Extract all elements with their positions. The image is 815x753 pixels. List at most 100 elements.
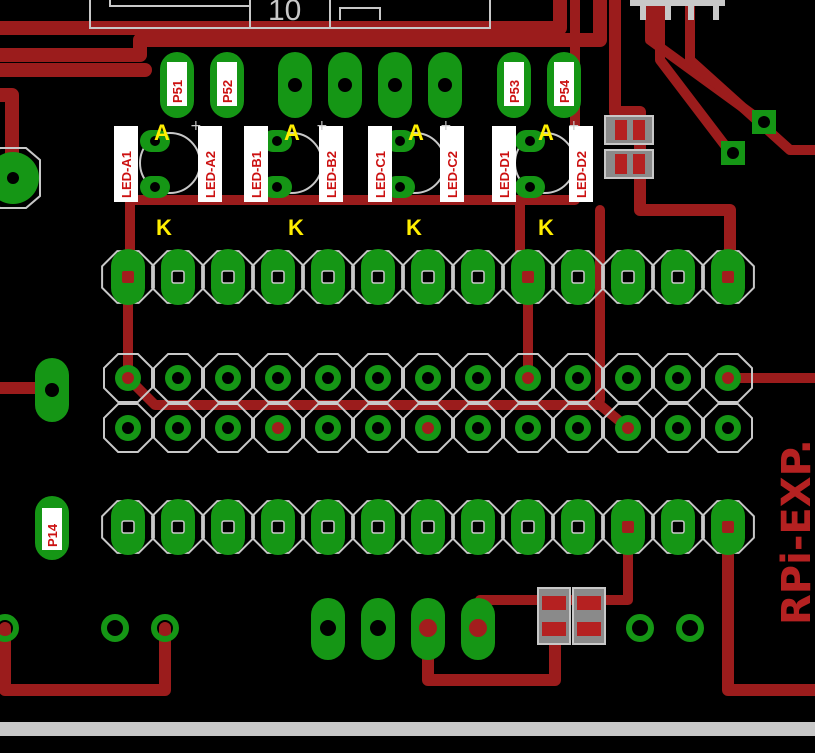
pin-outline — [153, 353, 203, 403]
pin-drill — [122, 372, 134, 384]
pin-drill — [422, 372, 434, 384]
pin-drill-outline — [521, 520, 535, 534]
pad-label-p54: P54 — [554, 62, 574, 106]
pin-drill — [372, 521, 384, 533]
pin-drill-outline — [271, 270, 285, 284]
top-connector-outline: 10 — [89, 0, 491, 29]
left-pad-p14: P14 — [35, 496, 69, 560]
pin-drill-outline — [371, 520, 385, 534]
pin-outline — [203, 353, 253, 403]
pin-drill — [472, 271, 484, 283]
pad-label-p53: P53 — [504, 62, 524, 106]
pin-drill-outline — [171, 520, 185, 534]
pin-drill-outline — [421, 270, 435, 284]
bottom-pad-row — [311, 598, 495, 660]
anode-label-d: A — [538, 120, 554, 145]
pin-drill-outline — [321, 520, 335, 534]
pin-drill-outline — [471, 520, 485, 534]
header-row-2 — [103, 353, 753, 403]
pin-outline — [503, 353, 553, 403]
pin-drill-outline — [171, 270, 185, 284]
pin-drill — [322, 271, 334, 283]
svg-text:LED-D2: LED-D2 — [574, 151, 589, 198]
pin-drill-outline — [271, 520, 285, 534]
pin-outline — [203, 403, 253, 453]
pin-outline — [453, 353, 503, 403]
pin-drill-outline — [121, 520, 135, 534]
pin-drill — [272, 521, 284, 533]
pin-drill — [622, 372, 634, 384]
svg-text:LED-C1: LED-C1 — [373, 151, 388, 198]
pin-drill — [472, 372, 484, 384]
svg-text:P52: P52 — [220, 80, 235, 103]
pin-outline — [103, 353, 153, 403]
pin-drill-outline — [671, 270, 685, 284]
svg-text:+: + — [316, 118, 328, 134]
pin-drill — [172, 422, 184, 434]
cathode-label-c: K — [406, 215, 422, 240]
cathode-label-b: K — [288, 215, 304, 240]
led-label-a1: LED-A1 — [114, 126, 138, 202]
pin-drill — [122, 422, 134, 434]
pin-outline — [653, 403, 703, 453]
anode-label-c: A — [408, 120, 424, 145]
pin-drill-outline — [671, 520, 685, 534]
left-pad-upper — [35, 358, 69, 422]
pin-outline — [253, 403, 303, 453]
pin-drill — [322, 372, 334, 384]
svg-text:P14: P14 — [45, 523, 60, 547]
pin-drill-outline — [621, 270, 635, 284]
led-label-c2: LED-C2 — [440, 126, 464, 202]
pin-outline — [553, 403, 603, 453]
pin-drill — [722, 271, 734, 283]
pin-drill — [172, 271, 184, 283]
pin-drill — [272, 271, 284, 283]
board-name-text: RPi-EXP. — [774, 439, 815, 625]
pin-drill — [522, 521, 534, 533]
pin-drill — [672, 521, 684, 533]
pin-drill — [722, 422, 734, 434]
pin-drill — [622, 422, 634, 434]
top-silk-text: 10 — [268, 0, 301, 27]
svg-text:P53: P53 — [507, 80, 522, 103]
pin-drill-outline — [371, 270, 385, 284]
pin-drill — [222, 372, 234, 384]
pin-outline — [103, 403, 153, 453]
pin-drill — [472, 521, 484, 533]
pin-outline — [553, 353, 603, 403]
pin-outline — [403, 403, 453, 453]
pin-drill — [572, 271, 584, 283]
led-label-a2: LED-A2 — [198, 126, 222, 202]
smd-resistors-bottom — [537, 587, 606, 645]
anode-label-a: A — [154, 120, 170, 145]
pin-drill — [422, 271, 434, 283]
pin-drill — [322, 521, 334, 533]
pad-label-p52: P52 — [217, 62, 237, 106]
pin-outline — [703, 353, 753, 403]
header-row-4 — [101, 499, 755, 555]
bottom-vias — [0, 614, 704, 642]
led-label-b1: LED-B1 — [244, 126, 268, 202]
pin-outline — [653, 353, 703, 403]
svg-text:LED-B2: LED-B2 — [324, 151, 339, 198]
svg-text:+: + — [190, 118, 202, 134]
via-pads-right — [721, 110, 776, 165]
pin-drill — [672, 372, 684, 384]
svg-text:P51: P51 — [170, 80, 185, 103]
pin-drill — [372, 372, 384, 384]
svg-text:LED-A2: LED-A2 — [203, 151, 218, 198]
header-row-3 — [103, 403, 753, 453]
pin-drill — [222, 521, 234, 533]
pin-outline — [353, 353, 403, 403]
pin-drill-outline — [421, 520, 435, 534]
pin-drill — [422, 521, 434, 533]
pin-drill — [722, 372, 734, 384]
pin-drill — [722, 521, 734, 533]
svg-text:LED-B1: LED-B1 — [249, 151, 264, 198]
pin-outline — [253, 353, 303, 403]
pin-drill-outline — [471, 270, 485, 284]
polarity-annotations: A A A A K K K K + + + + — [154, 118, 580, 240]
pin-drill — [522, 271, 534, 283]
pin-drill — [172, 372, 184, 384]
